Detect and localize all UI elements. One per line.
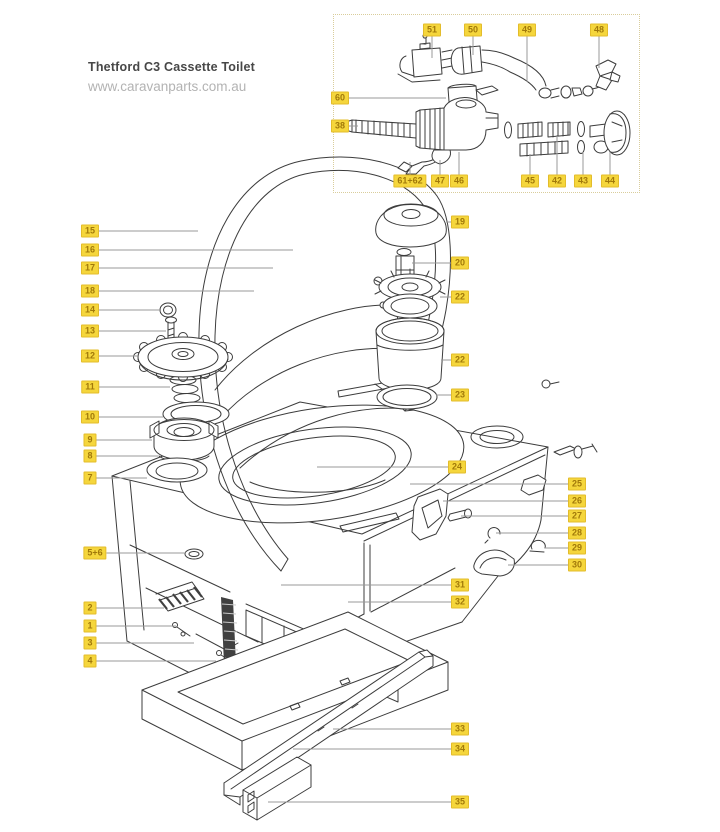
callout-8: 8 xyxy=(83,449,97,463)
callout-60: 60 xyxy=(330,91,350,105)
latch-parts xyxy=(411,488,546,577)
tap-48 xyxy=(595,59,621,91)
collar xyxy=(149,417,219,462)
mechanism-knob-parts xyxy=(133,302,233,560)
callout-10: 10 xyxy=(80,410,100,424)
callout-34: 34 xyxy=(450,742,470,756)
callout-42: 42 xyxy=(547,174,567,188)
callout-49: 49 xyxy=(517,23,537,37)
callout-47: 47 xyxy=(430,174,450,188)
connector-50 xyxy=(450,45,515,75)
cable-49 xyxy=(509,57,605,99)
callout-48: 48 xyxy=(589,23,609,37)
callout-5+6: 5+6 xyxy=(83,546,107,560)
seal-5-6 xyxy=(184,548,204,560)
valve-stack-parts xyxy=(374,203,447,410)
callout-26: 26 xyxy=(567,494,587,508)
hinge-parts xyxy=(520,379,598,496)
valve-body xyxy=(415,97,499,151)
callout-51: 51 xyxy=(422,23,442,37)
callout-9: 9 xyxy=(83,433,97,447)
callout-30: 30 xyxy=(567,558,587,572)
callout-1: 1 xyxy=(83,619,97,633)
callout-27: 27 xyxy=(567,509,587,523)
lever-61-62 xyxy=(397,149,451,175)
callout-20: 20 xyxy=(450,256,470,270)
callout-31: 31 xyxy=(450,578,470,592)
page-title: Thetford C3 Cassette Toilet xyxy=(88,60,255,74)
callout-43: 43 xyxy=(573,174,593,188)
callout-22: 22 xyxy=(450,353,470,367)
callout-24: 24 xyxy=(447,460,467,474)
callout-3: 3 xyxy=(83,636,97,650)
callout-7: 7 xyxy=(83,471,97,485)
callout-38: 38 xyxy=(330,119,350,133)
callout-11: 11 xyxy=(81,380,99,394)
rail-bar xyxy=(223,649,434,806)
callout-13: 13 xyxy=(80,324,100,338)
wheel-44 xyxy=(603,110,631,156)
callout-17: 17 xyxy=(80,261,100,275)
inset-pump-assembly xyxy=(345,33,631,175)
star-knob xyxy=(133,332,233,382)
flush-cap-recess xyxy=(470,425,524,449)
callout-19: 19 xyxy=(450,215,470,229)
tube-fittings xyxy=(504,121,609,157)
callout-29: 29 xyxy=(567,541,587,555)
callout-44: 44 xyxy=(600,174,620,188)
callout-16: 16 xyxy=(80,243,100,257)
callout-15: 15 xyxy=(80,224,100,238)
callout-12: 12 xyxy=(80,349,100,363)
callout-46: 46 xyxy=(449,174,469,188)
website-url: www.caravanparts.com.au xyxy=(88,79,247,94)
callout-50: 50 xyxy=(463,23,483,37)
callout-25: 25 xyxy=(567,477,587,491)
float-cup xyxy=(375,317,445,391)
callout-14: 14 xyxy=(80,303,100,317)
switch-51 xyxy=(397,33,453,83)
callout-33: 33 xyxy=(450,722,470,736)
callout-32: 32 xyxy=(450,595,470,609)
callout-28: 28 xyxy=(567,526,587,540)
threaded-rod-38 xyxy=(345,119,417,139)
callout-45: 45 xyxy=(520,174,540,188)
slide-piece xyxy=(242,756,312,821)
callout-18: 18 xyxy=(80,284,100,298)
callout-23: 23 xyxy=(450,388,470,402)
callout-61+62: 61+62 xyxy=(393,174,427,188)
leader-lines xyxy=(96,36,611,803)
callout-4: 4 xyxy=(83,654,97,668)
toilet-bowl xyxy=(179,404,524,533)
callout-2: 2 xyxy=(83,601,97,615)
callout-35: 35 xyxy=(450,795,470,809)
callout-22: 22 xyxy=(450,290,470,304)
